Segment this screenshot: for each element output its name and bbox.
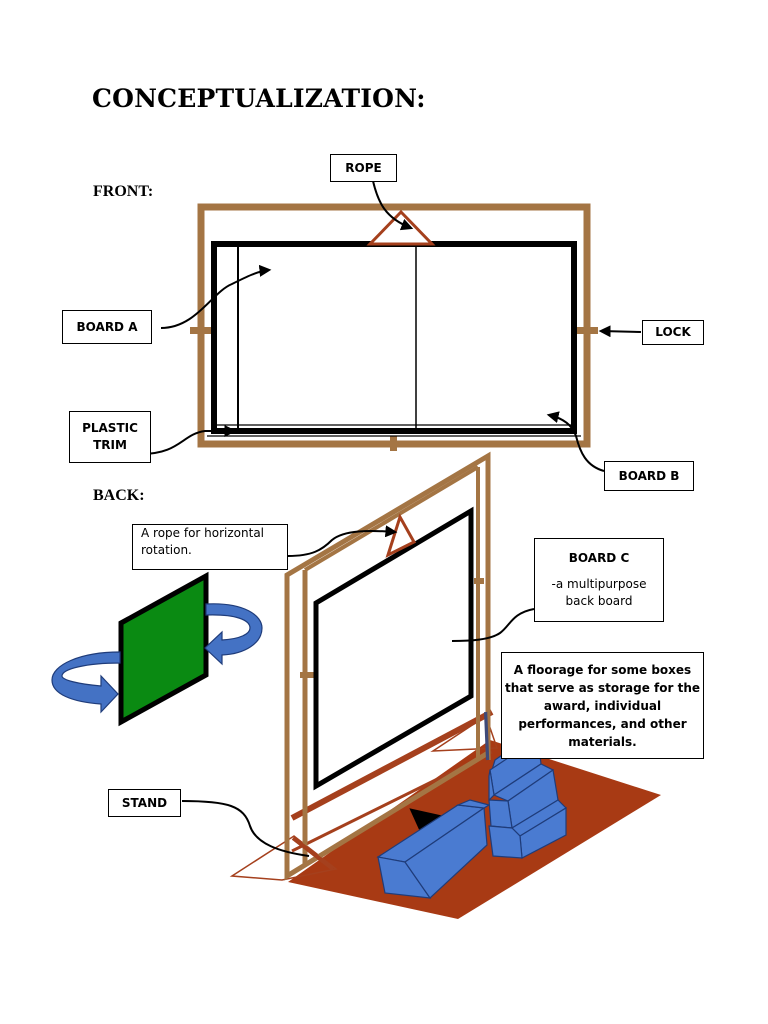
front-bottom-peg	[390, 436, 397, 451]
front-section-label: FRONT:	[93, 183, 154, 200]
plastic-trim-line-2: TRIM	[93, 438, 127, 452]
rotation-arrow-left	[51, 651, 121, 714]
board-c-title: BOARD C	[568, 551, 630, 566]
green-board	[118, 571, 209, 727]
stand-label: STAND	[108, 789, 181, 817]
plastic-trim-connector	[140, 425, 237, 455]
rope-rotation-line-2: rotation.	[141, 542, 192, 557]
board-c-label: BOARD C -a multipurpose back board	[534, 538, 664, 622]
plastic-trim-line-1: PLASTIC	[82, 421, 138, 436]
board-b-connector	[546, 411, 605, 472]
board-c	[313, 506, 474, 791]
board-a-label: BOARD A	[62, 310, 152, 344]
floorage-line-1: A floorage for some boxes	[513, 662, 692, 677]
front-lock-peg	[576, 327, 598, 334]
board-c-desc-line-2: back board	[565, 593, 633, 608]
page-title: CONCEPTUALIZATION:	[92, 84, 426, 113]
board-c-desc-line-1: -a multipurpose	[551, 577, 647, 592]
front-board-frame	[211, 241, 577, 434]
floorage-line-3: award, individual	[543, 698, 662, 713]
floorage-line-5: materials.	[568, 734, 637, 749]
rope-rotation-label: A rope for horizontal rotation.	[132, 524, 288, 570]
rope-connector	[372, 180, 414, 231]
front-view	[190, 203, 598, 451]
front-rope-triangle	[366, 209, 436, 246]
rotation-arrow-right	[204, 603, 263, 666]
rope-label: ROPE	[330, 154, 397, 182]
back-section-label: BACK:	[93, 487, 145, 504]
rope-rotation-line-1: A rope for horizontal	[141, 526, 265, 540]
floorage-line-2: that serve as storage for the	[504, 680, 701, 695]
rope-rotation-connector	[287, 525, 398, 557]
front-left-peg	[190, 327, 212, 334]
board-a-connector	[160, 264, 272, 329]
lock-label: LOCK	[642, 320, 704, 345]
lock-connector	[598, 325, 642, 338]
stand-connector	[181, 800, 310, 857]
floorage-line-4: performances, and other	[518, 716, 687, 731]
board-b-label: BOARD B	[604, 461, 694, 491]
floorage-label: A floorage for some boxes that serve as …	[501, 652, 704, 759]
board-c-connector	[451, 608, 535, 642]
plastic-trim-label: PLASTIC TRIM	[69, 411, 151, 463]
back-view	[51, 451, 661, 919]
